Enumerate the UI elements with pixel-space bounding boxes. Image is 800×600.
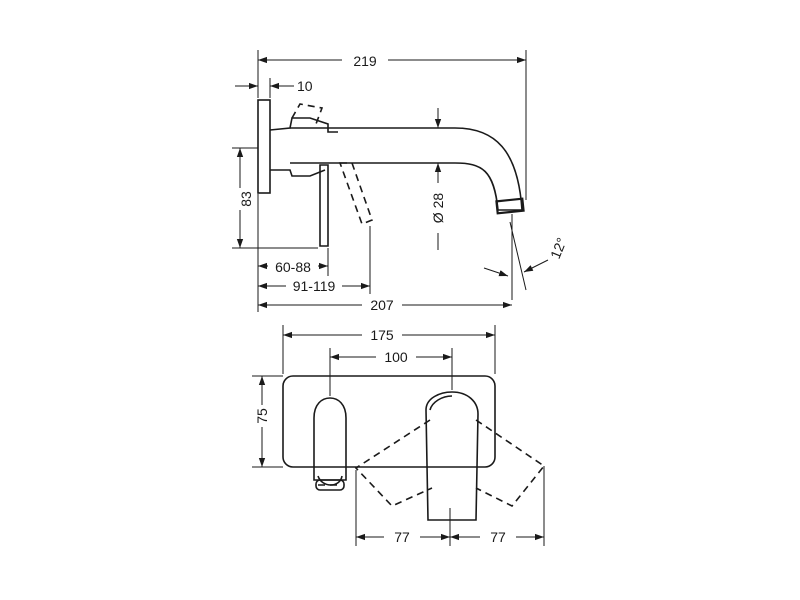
dim-207: 207	[370, 297, 394, 313]
handle-dashed-upper	[291, 103, 324, 125]
dim-100: 100	[384, 349, 408, 365]
dim-10: 10	[297, 78, 313, 94]
side-view: 219 10 83 Ø 28 12° 60-88 91-119	[230, 50, 570, 313]
aerator	[495, 197, 525, 215]
dim-diameter-28: Ø 28	[430, 193, 446, 224]
spout-outline	[290, 127, 523, 211]
dim-175: 175	[370, 327, 394, 343]
lever	[319, 164, 329, 247]
handle-dashed-left	[354, 419, 433, 507]
dim-77-left: 77	[394, 529, 410, 545]
dim-60-88: 60-88	[275, 259, 311, 275]
dim-77-right: 77	[490, 529, 506, 545]
lever-dashed	[338, 162, 374, 226]
dim-219: 219	[353, 53, 377, 69]
spout-aerator-front	[315, 479, 345, 491]
valve-body	[269, 117, 338, 133]
spout-front	[313, 397, 347, 481]
front-view: 175 100 75 77 77	[252, 325, 546, 546]
dim-angle-12: 12°	[547, 235, 570, 261]
dim-83: 83	[238, 191, 254, 207]
handle-dashed-right	[475, 419, 546, 508]
dim-91-119: 91-119	[293, 278, 336, 294]
wall-plate-side	[257, 99, 271, 194]
handle-front	[425, 391, 479, 521]
dim-75: 75	[254, 408, 270, 424]
valve-body-lower	[270, 169, 326, 177]
wall-plate-front	[282, 375, 496, 468]
